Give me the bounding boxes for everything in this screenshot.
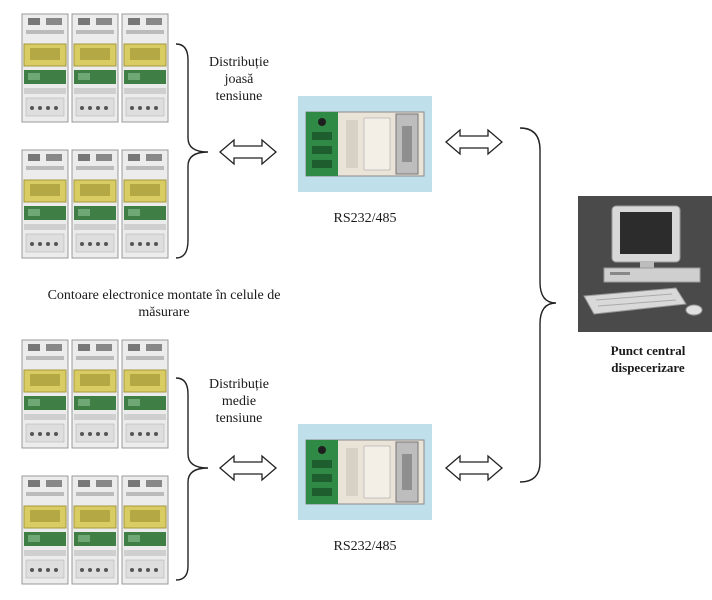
arrow-top-left-icon bbox=[219, 139, 277, 165]
low-voltage-line-1: Distribuție bbox=[209, 55, 269, 70]
meters-caption: Contoare electronice montate în celule d… bbox=[14, 287, 314, 321]
meter-block-3-icon bbox=[22, 340, 168, 448]
meter-block-1-icon bbox=[22, 14, 168, 122]
medium-voltage-label: Distribuție medie tensiune bbox=[194, 376, 284, 427]
meters-caption-line-2: măsurare bbox=[138, 305, 190, 320]
computer-icon bbox=[578, 196, 712, 332]
arrow-top-right-icon bbox=[445, 129, 503, 155]
medium-voltage-line-2: medie bbox=[221, 394, 257, 409]
meter-block-4-icon bbox=[22, 476, 168, 584]
central-line-2: dispecerizare bbox=[611, 360, 685, 375]
arrow-bottom-right-icon bbox=[445, 455, 503, 481]
converter-top-label: RS232/485 bbox=[333, 211, 397, 226]
brace-top-left bbox=[175, 43, 209, 259]
low-voltage-label: Distribuție joasă tensiune bbox=[194, 54, 284, 105]
meter-block-2-icon bbox=[22, 150, 168, 258]
converter-bottom-label: RS232/485 bbox=[333, 539, 397, 554]
converter-bottom-icon bbox=[297, 423, 433, 521]
central-line-1: Punct central bbox=[610, 343, 686, 358]
arrow-bottom-left-icon bbox=[219, 455, 277, 481]
brace-bottom-left bbox=[175, 377, 209, 581]
central-dispatch-label: Punct central dispecerizare bbox=[584, 342, 712, 376]
medium-voltage-line-3: tensiune bbox=[215, 411, 263, 426]
meters-caption-line-1: Contoare electronice montate în celule d… bbox=[47, 288, 281, 303]
low-voltage-line-3: tensiune bbox=[215, 89, 263, 104]
brace-right bbox=[519, 127, 557, 483]
converter-top-icon bbox=[297, 95, 433, 193]
low-voltage-line-2: joasă bbox=[224, 72, 254, 87]
medium-voltage-line-1: Distribuție bbox=[209, 377, 269, 392]
